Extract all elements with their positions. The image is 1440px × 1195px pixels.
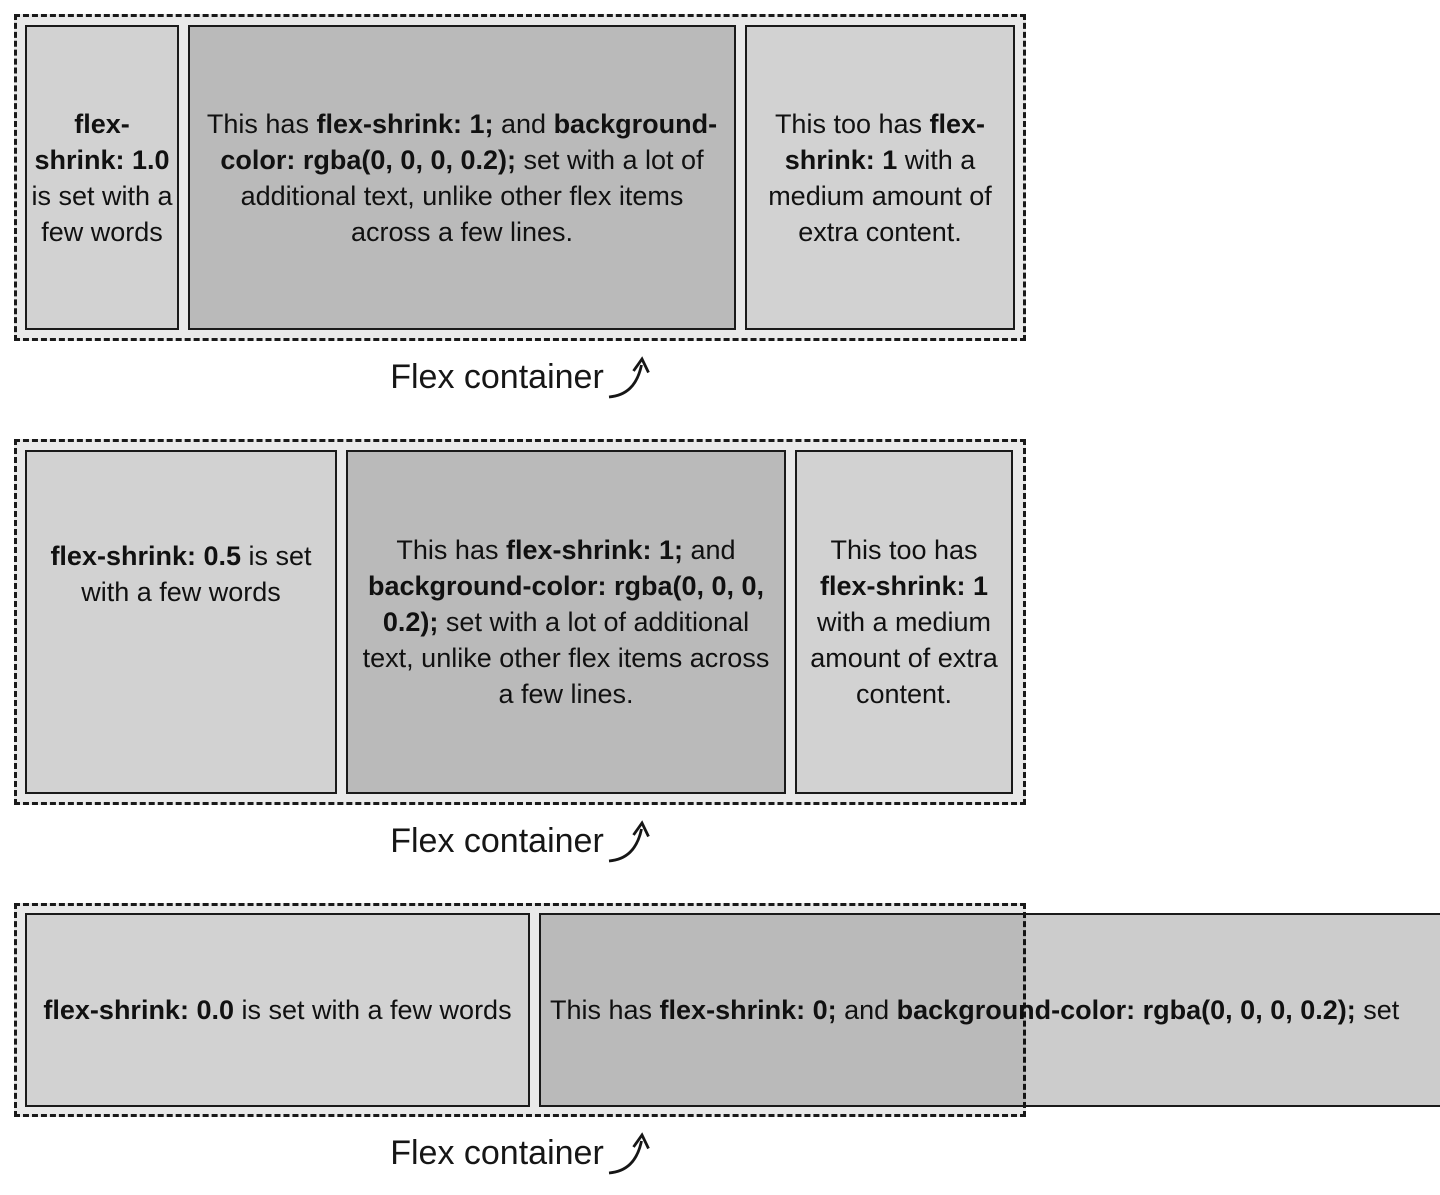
text-line: few words: [41, 216, 163, 247]
text-line: flex-shrink: 0.5 is set: [50, 541, 312, 571]
text-line: flex-shrink: 0.0 is set with a few words: [43, 995, 512, 1025]
flex-container-1: flex-shrink: 1.0 is set with a few words T…: [14, 14, 1026, 341]
text-line: flex-: [74, 108, 130, 139]
text-line: content.: [855, 679, 953, 709]
text-line: This has flex-shrink: 1; and: [396, 535, 736, 565]
flex-container-label-3: Flex container: [14, 1125, 1026, 1175]
text-line: flex-shrink: 1: [819, 571, 989, 601]
text-line: This too has: [830, 535, 978, 565]
flex-item-2-1: flex-shrink: 0.5 is set with a few words: [25, 450, 337, 794]
text-line: additional text, unlike other flex items: [240, 180, 684, 211]
text-line: text, unlike other flex items across: [362, 643, 770, 673]
text-line: amount of extra: [810, 643, 998, 673]
text-line: This too has flex-: [774, 108, 986, 139]
flex-container-3: flex-shrink: 0.0 is set with a few words…: [14, 903, 1440, 1117]
flex-container-label-1: Flex container: [14, 349, 1026, 399]
curved-up-arrow-icon: [608, 356, 650, 399]
text-line: across a few lines.: [350, 216, 574, 247]
flex-container-label-text: Flex container: [390, 822, 604, 860]
flex-item-2-3: This too has flex-shrink: 1 with a medium a…: [795, 450, 1013, 794]
text-line: a few lines.: [498, 679, 634, 709]
text-line: is set with a: [31, 180, 173, 211]
text-line: shrink: 1.0: [34, 144, 170, 175]
text-line: shrink: 1 with a: [784, 144, 976, 175]
text-line: with a medium: [816, 607, 992, 637]
text-line: This has flex-shrink: 0; and background-…: [550, 995, 1400, 1025]
text-line: extra content.: [798, 216, 962, 247]
flex-item-1-1: flex-shrink: 1.0 is set with a few words: [25, 25, 179, 330]
curved-up-arrow-icon: [608, 1132, 650, 1175]
flex-container-label-text: Flex container: [390, 1134, 604, 1172]
text-line: background-color: rgba(0, 0, 0,: [367, 571, 765, 601]
text-line: This has flex-shrink: 1; and background-: [206, 108, 718, 139]
text-line: 0.2); set with a lot of additional: [382, 607, 750, 637]
flex-item-1-2: This has flex-shrink: 1; and background-…: [188, 25, 736, 330]
flex-item-3-1: flex-shrink: 0.0 is set with a few words: [25, 913, 530, 1107]
flex-container-label-text: Flex container: [390, 358, 604, 396]
flex-item-3-2: This has flex-shrink: 0; and background-…: [539, 913, 1440, 1107]
curved-up-arrow-icon: [608, 820, 650, 863]
flex-container-label-2: Flex container: [14, 813, 1026, 863]
flex-item-1-3: This too has flex-shrink: 1 with a medium…: [745, 25, 1015, 330]
flex-item-2-2: This has flex-shrink: 1; and background-c…: [346, 450, 786, 794]
text-line: with a few words: [81, 577, 281, 607]
text-line: color: rgba(0, 0, 0, 0.2); set with a lo…: [220, 144, 704, 175]
text-line: medium amount of: [768, 180, 992, 211]
